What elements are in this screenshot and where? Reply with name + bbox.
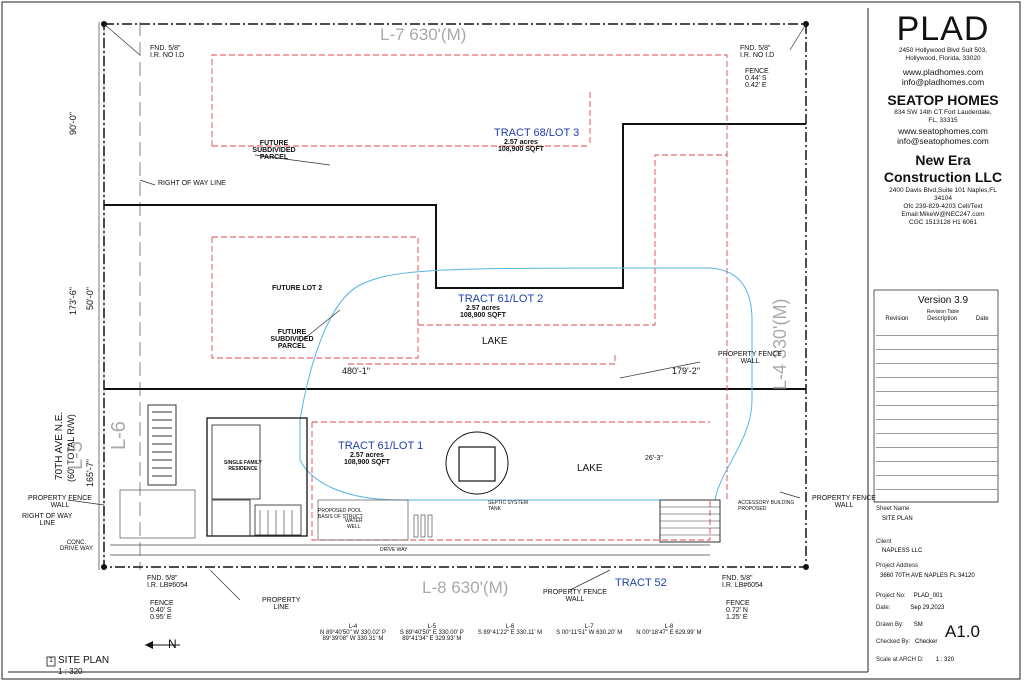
drawing-number: 1: [49, 657, 53, 664]
avenue-label: 70TH AVE N.E.: [54, 411, 65, 480]
date-field: Date:Sep 29,2023: [876, 605, 945, 611]
firm-email[interactable]: info@pladhomes.com: [901, 77, 985, 87]
dim-173: 173'-6": [68, 287, 78, 315]
fnd-bottom-right: FND. 5/8"I.R. LB#6054: [722, 575, 763, 589]
sheet-name-field: Sheet Name SITE PLAN: [876, 506, 913, 522]
fnd-top-right: FND. 5/8"I.R. NO I.D: [740, 45, 775, 59]
revision-table: Revision Description Date: [876, 316, 998, 490]
firm-address: 2450 Hollywood Blvd Suit 503,Hollywood, …: [898, 47, 988, 62]
project-no-field: Project No:PLAD_001: [876, 593, 943, 599]
bottom-boundary-label: L-8 630'(M): [422, 578, 509, 597]
drawing-scale: 1 : 320: [58, 667, 83, 676]
lot3-line: [104, 123, 806, 289]
seatop-email[interactable]: info@seatophomes.com: [897, 136, 989, 146]
version: Version 3.9: [917, 295, 969, 306]
drawing-title: SITE PLAN: [58, 655, 110, 666]
firm-website[interactable]: www.pladhomes.com: [902, 67, 984, 77]
avenue-row-label: (60' TOTAL R/W): [66, 414, 76, 482]
fnd-top-left: FND. 5/8"I.R. NO I.D: [150, 45, 185, 59]
seatop-website[interactable]: www.seatophomes.com: [898, 126, 988, 136]
scale-field: Scale at ARCH D:1 : 320: [876, 657, 955, 663]
revision-table-title: Revision Table: [926, 309, 960, 315]
drive-way-label: DRIVE WAY: [380, 547, 408, 553]
seatop-homes: SEATOP HOMES: [887, 92, 999, 108]
north-arrow-icon: [145, 641, 180, 649]
rev-col-description: Description: [927, 316, 958, 322]
seatop-address: 834 SW 14th CT Fort Lauderdale,FL, 33315: [894, 109, 992, 124]
future-lot-2: FUTURE LOT 2: [272, 285, 323, 292]
project-address-field: Project Address 3660 70TH AVE NAPLES FL …: [876, 563, 975, 579]
dim-165: 165'-7": [85, 459, 95, 487]
residence-footprint: [206, 417, 308, 537]
dim-90: 90'-0": [68, 112, 78, 135]
lake-label-2: LAKE: [577, 463, 603, 474]
rev-col-revision: Revision: [885, 316, 909, 322]
fnd-bottom-left: FND. 5/8"I.R. LB#6054: [147, 575, 188, 589]
property-boundary: [103, 23, 807, 568]
tract-52: TRACT 52: [615, 577, 667, 589]
right-boundary-label: L-4 330'(M): [770, 298, 790, 390]
tract-lot3: TRACT 68/LOT 3 2.57 acres 108,900 SQFT: [494, 127, 580, 153]
dim-26: 26'-3": [645, 455, 663, 462]
dim-480: 480'-1": [342, 366, 370, 376]
sheet-number: A1.0: [945, 622, 980, 641]
client-field: Client NAPLESS LLC: [876, 539, 923, 554]
rev-col-date: Date: [975, 316, 989, 322]
north-label: N: [168, 637, 177, 651]
tract-lot2: TRACT 61/LOT 2 2.57 acres 108,900 SQFT: [458, 293, 544, 319]
dim-50: 50'-0": [85, 287, 95, 310]
checked-by-field: Checked By:Checker: [876, 639, 938, 645]
dim-179: 179'-2": [672, 366, 700, 376]
drawn-by-field: Drawn By:SM: [876, 622, 923, 628]
right-of-way-1: RIGHT OF WAY LINE: [158, 180, 226, 187]
firm-name: PLAD: [896, 10, 990, 48]
conc-drive: CONC.DRIVE WAY: [60, 540, 94, 552]
top-boundary-label: L-7 630'(M): [380, 25, 467, 44]
left-line-6-label: L-6: [108, 421, 130, 450]
tract-lot1: TRACT 61/LOT 1 2.57 acres 108,900 SQFT: [338, 440, 424, 466]
lake-label-1: LAKE: [482, 336, 508, 347]
